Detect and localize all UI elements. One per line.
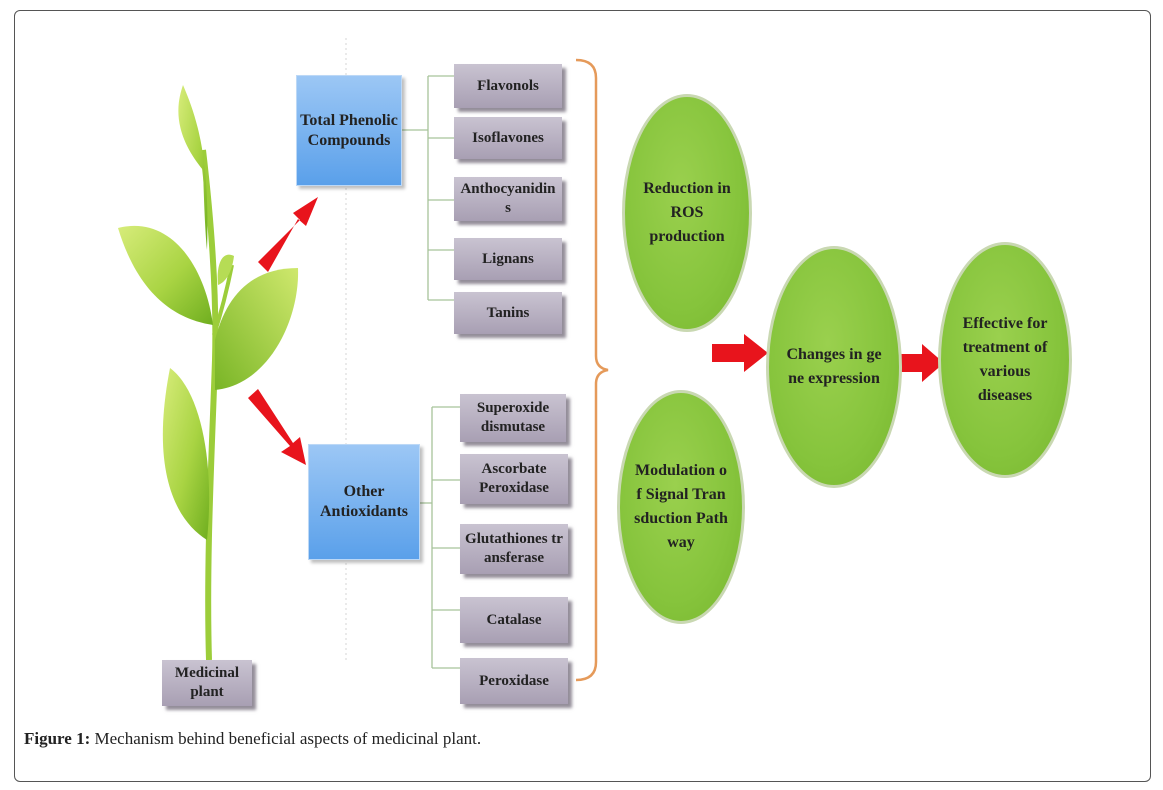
gene-expression-oval: Changes in gene expression [766,246,902,488]
antioxidant-item: Ascorbate Peroxidase [460,454,568,504]
antioxidant-connectors [420,406,460,669]
outcome-oval: Effective for treatment of various disea… [938,242,1072,478]
arrow-to-gene-expression [712,334,768,372]
effect-ros-reduction-label: Reduction in ROS production [643,180,731,245]
category-other-antioxidants: Other Antioxidants [308,444,420,560]
category-other-antioxidants-label: Other Antioxidants [319,483,409,520]
plant-leaf-right [215,268,299,390]
arrow-to-antioxidants [248,389,306,465]
effect-signal-modulation: Modulation of Signal Transduction Pathwa… [617,390,745,624]
plant-stem [200,149,219,661]
figure-caption: Figure 1: Mechanism behind beneficial as… [24,729,481,749]
phenolic-connectors [402,75,454,301]
antioxidant-item: Superoxide dismutase [460,394,566,442]
plant-leaf-top [178,85,208,250]
category-total-phenolic-label: Total Phenolic Compounds [300,111,398,149]
plant-leaf-lower-left [162,368,210,540]
plant-leaf-upper-left [118,225,213,325]
antioxidant-item: Glutathiones transferase [460,524,568,574]
effect-ros-reduction: Reduction in ROS production [622,94,752,332]
phenolic-item: Tanins [454,292,562,334]
antioxidant-item: Peroxidase [460,658,568,704]
phenolic-item-label: Isoflavones [472,129,544,146]
figure-caption-label: Figure 1: [24,729,91,748]
gene-expression-label: Changes in gene expression [786,346,882,387]
plant-stem-branch [212,264,234,336]
phenolic-item-label: Lignans [482,250,534,267]
phenolic-item-label: Tanins [486,304,530,321]
plant-leaf-small [217,254,234,285]
antioxidant-item-label: Catalase [486,611,542,628]
curly-brace [575,58,609,682]
phenolic-item: Isoflavones [454,117,562,159]
outcome-label: Effective for treatment of various disea… [962,315,1048,404]
arrow-to-phenolic [258,197,318,272]
plant-label: Medicinal plant [162,660,252,706]
category-total-phenolic: Total Phenolic Compounds [296,75,402,186]
arrow-to-outcome [896,344,944,382]
plant-illustration [118,85,299,661]
antioxidant-item-label: Ascorbate Peroxidase [479,461,549,496]
phenolic-item-label: Flavonols [477,77,539,94]
antioxidant-item-label: Glutathiones transferase [465,531,563,566]
phenolic-item: Lignans [454,238,562,280]
antioxidant-item-label: Superoxide dismutase [476,400,550,435]
effect-signal-modulation-label: Modulation of Signal Transduction Pathwa… [634,462,728,551]
antioxidant-item-label: Peroxidase [479,672,549,689]
phenolic-item: Flavonols [454,64,562,108]
phenolic-item: Anthocyanidins [454,177,562,221]
phenolic-item-label: Anthocyanidins [460,181,556,216]
figure-caption-text: Mechanism behind beneficial aspects of m… [90,729,482,748]
plant-label-text: Medicinal plant [174,665,240,700]
antioxidant-item: Catalase [460,597,568,643]
